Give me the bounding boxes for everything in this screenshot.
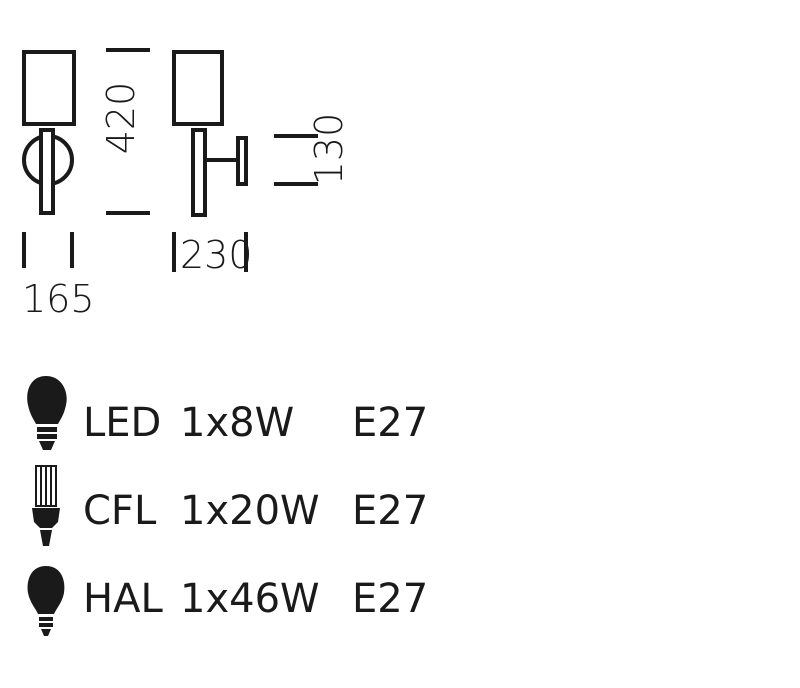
dimension-lines bbox=[22, 48, 318, 272]
side-backplate bbox=[236, 136, 248, 186]
front-arm bbox=[39, 128, 55, 215]
hal-type: HAL bbox=[83, 576, 163, 622]
width-label: 165 bbox=[22, 277, 95, 321]
hal-socket: E27 bbox=[352, 576, 428, 622]
side-view bbox=[172, 50, 248, 217]
hal-power: 1x46W bbox=[180, 576, 320, 622]
cfl-bulb-icon bbox=[32, 465, 60, 546]
led-power: 1x8W bbox=[180, 400, 294, 446]
side-arm bbox=[191, 128, 207, 217]
front-view bbox=[22, 50, 76, 215]
hal-row: HAL 1x46W E27 bbox=[27, 566, 428, 636]
side-shade bbox=[172, 50, 224, 126]
led-type: LED bbox=[83, 400, 161, 446]
cfl-type: CFL bbox=[83, 488, 157, 534]
led-bulb-icon bbox=[27, 376, 67, 450]
led-socket: E27 bbox=[352, 400, 428, 446]
front-shade bbox=[22, 50, 76, 126]
depth-label: 230 bbox=[180, 233, 253, 277]
cfl-power: 1x20W bbox=[180, 488, 320, 534]
halogen-bulb-icon bbox=[27, 566, 65, 636]
led-row: LED 1x8W E27 bbox=[27, 376, 428, 450]
cfl-socket: E27 bbox=[352, 488, 428, 534]
height-label: 420 bbox=[99, 82, 143, 155]
bulb-list: LED 1x8W E27 CFL 1x20W E27 bbox=[27, 376, 428, 636]
cfl-row: CFL 1x20W E27 bbox=[32, 465, 428, 546]
backplate-height-label: 130 bbox=[307, 113, 351, 186]
